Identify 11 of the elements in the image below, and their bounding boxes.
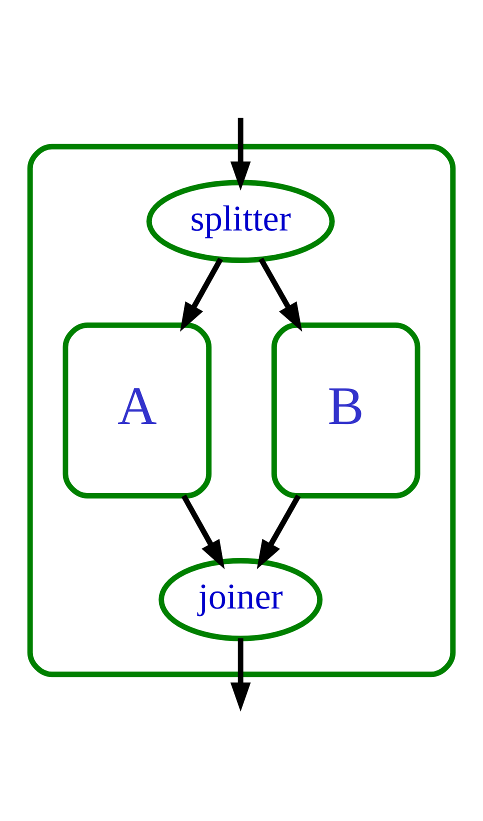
cluster [27,144,456,678]
arrow [230,118,251,191]
node-ellipse: splitter [146,180,335,263]
node-box: B [271,322,420,498]
arrow [230,638,251,712]
node-ellipse: joiner [158,558,323,642]
arrow [256,494,301,570]
node-box: A [62,322,212,498]
arrow [180,258,224,332]
arrow [258,258,302,332]
arrow [181,494,225,570]
